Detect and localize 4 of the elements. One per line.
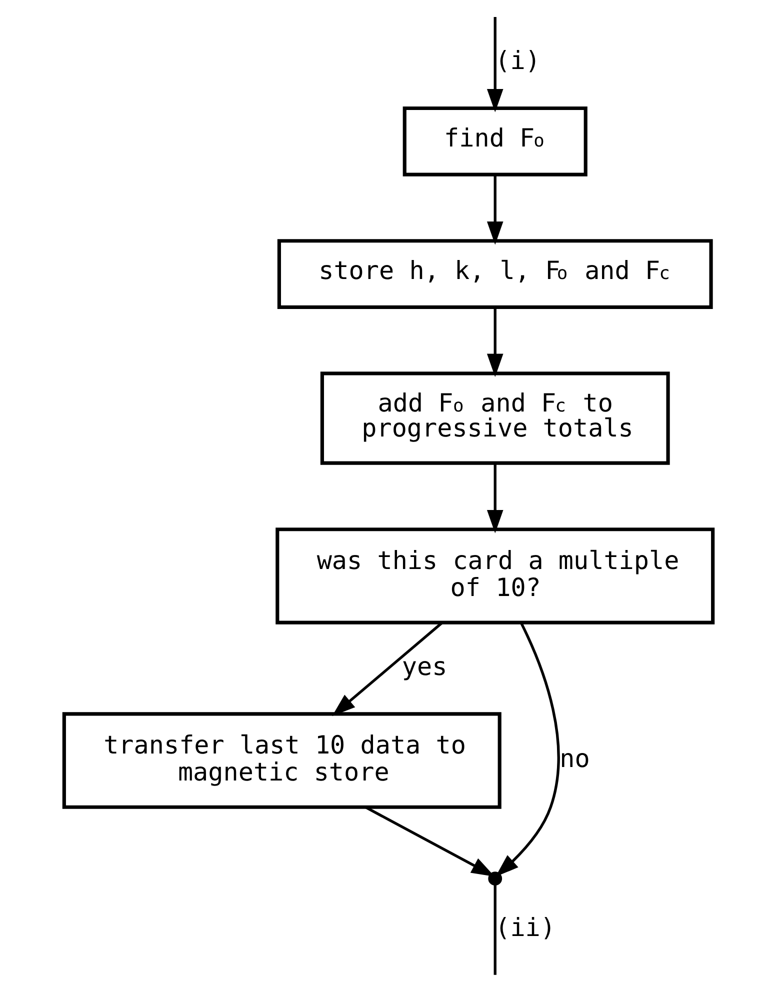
edge-label: yes bbox=[401, 652, 447, 681]
edge-label: (i) bbox=[494, 46, 540, 76]
edge-label: no bbox=[559, 744, 590, 774]
edge-label: (ii) bbox=[494, 913, 556, 942]
